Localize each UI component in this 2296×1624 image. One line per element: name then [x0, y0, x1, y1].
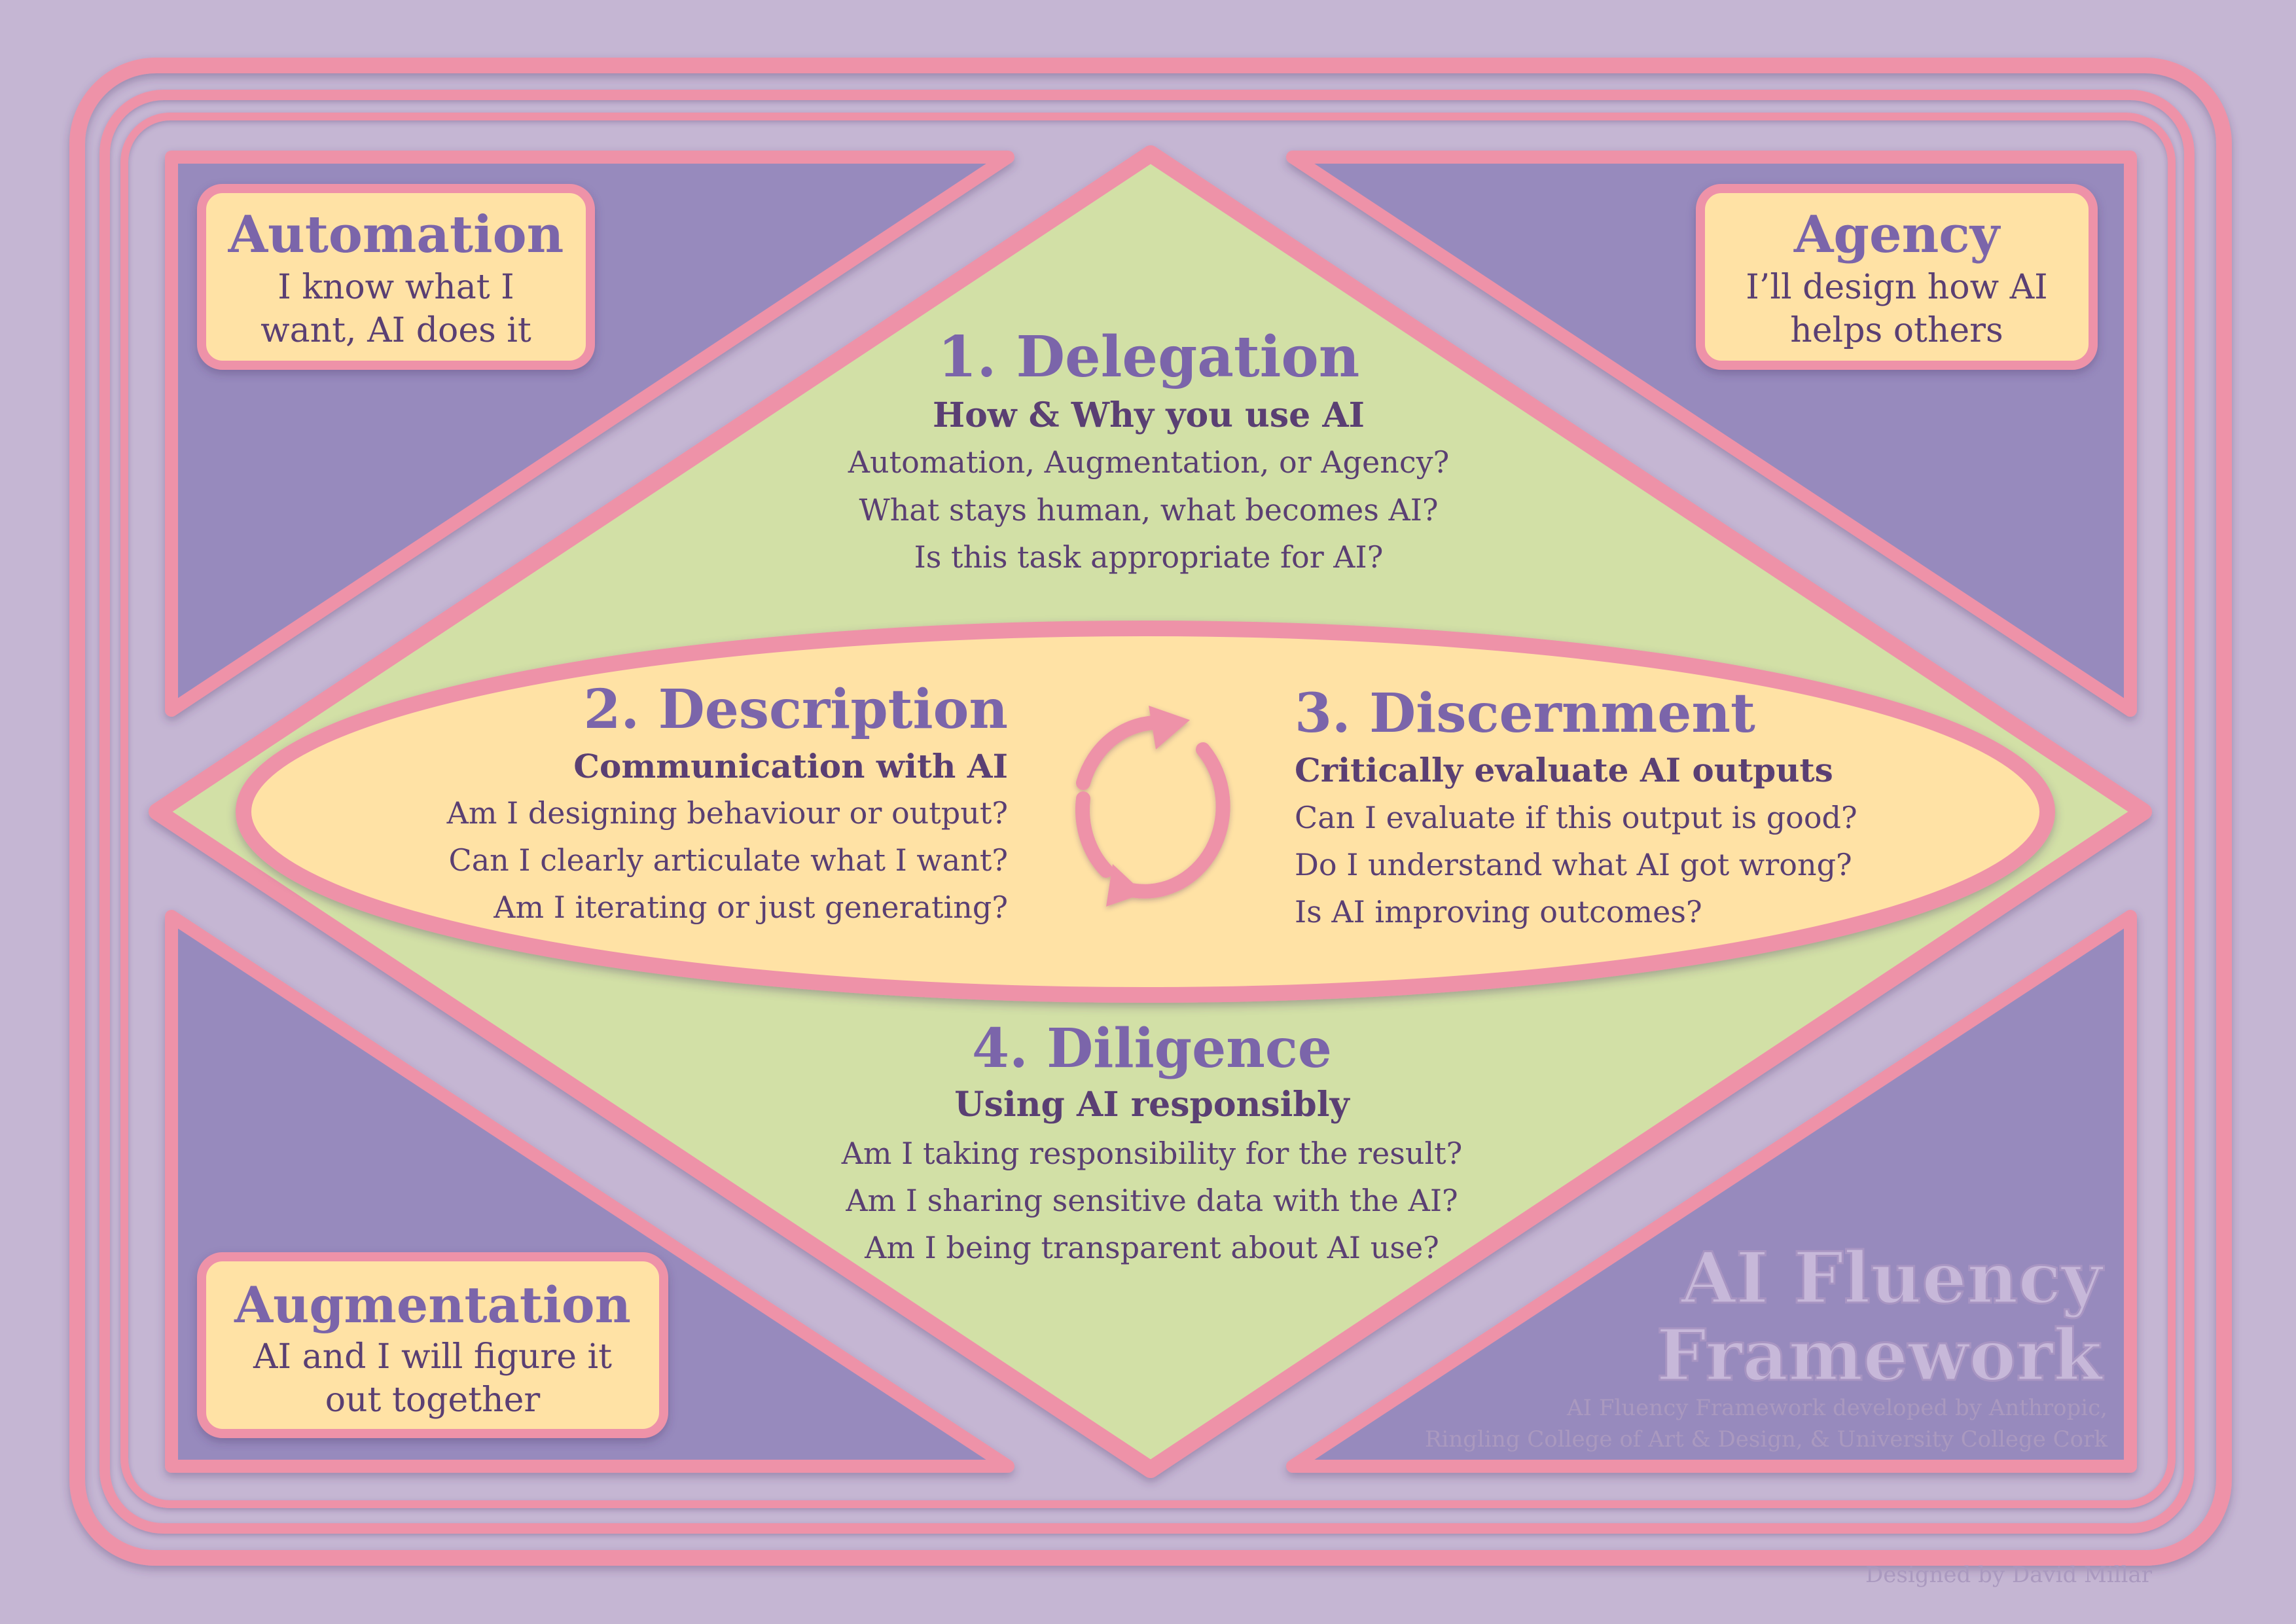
agency-box: Agency I’ll design how AI helps others — [1696, 184, 2098, 370]
outer-frame — [69, 58, 2232, 1566]
diligence-question-2: Am I sharing sensitive data with the AI? — [845, 1183, 1458, 1218]
discernment-question-3: Is AI improving outcomes? — [1295, 894, 1702, 929]
discernment-section: 3. Discernment Critically evaluate AI ou… — [1295, 682, 1857, 929]
cycle-arrows-icon — [1075, 706, 1230, 907]
discernment-question-2: Do I understand what AI got wrong? — [1295, 847, 1852, 882]
framework-title-line-1: AI Fluency — [1680, 1237, 2104, 1320]
description-discernment-ellipse — [236, 621, 2055, 1003]
discernment-title: 3. Discernment — [1295, 682, 1755, 745]
delegation-subtitle: How & Why you use AI — [933, 395, 1365, 435]
diligence-section: 4. Diligence Using AI responsibly Am I t… — [841, 1017, 1463, 1265]
delegation-title: 1. Delegation — [938, 324, 1360, 390]
augmentation-box: Augmentation AI and I will figure it out… — [197, 1252, 668, 1438]
description-question-2: Can I clearly articulate what I want? — [449, 842, 1008, 878]
diligence-subtitle: Using AI responsibly — [954, 1085, 1350, 1125]
augmentation-line-1: AI and I will figure it — [253, 1337, 612, 1377]
automation-box: Automation I know what I want, AI does i… — [197, 184, 595, 370]
framework-credit-line-1: AI Fluency Framework developed by Anthro… — [1566, 1395, 2108, 1421]
description-question-3: Am I iterating or just generating? — [493, 890, 1008, 925]
delegation-section: 1. Delegation How & Why you use AI Autom… — [848, 324, 1450, 575]
description-subtitle: Communication with AI — [573, 747, 1008, 785]
diligence-question-1: Am I taking responsibility for the resul… — [841, 1136, 1463, 1171]
automation-line-1: I know what I — [278, 268, 514, 307]
automation-title: Automation — [228, 205, 564, 264]
agency-line-1: I’ll design how AI — [1746, 268, 2047, 307]
diligence-question-3: Am I being transparent about AI use? — [864, 1230, 1439, 1265]
panel-bottom-right — [1286, 910, 2137, 1473]
diligence-title: 4. Diligence — [972, 1017, 1332, 1080]
augmentation-line-2: out together — [325, 1380, 541, 1420]
designer-credit: Designed by David Millar — [1865, 1562, 2153, 1588]
automation-line-2: want, AI does it — [260, 311, 531, 350]
discernment-question-1: Can I evaluate if this output is good? — [1295, 800, 1857, 835]
discernment-subtitle: Critically evaluate AI outputs — [1295, 751, 1833, 789]
description-title: 2. Description — [583, 678, 1008, 741]
delegation-question-1: Automation, Augmentation, or Agency? — [848, 444, 1450, 480]
agency-line-2: helps others — [1790, 311, 2003, 350]
delegation-question-3: Is this task appropriate for AI? — [914, 539, 1384, 575]
description-question-1: Am I designing behaviour or output? — [446, 795, 1008, 831]
framework-credit-line-2: Ringling College of Art & Design, & Univ… — [1425, 1426, 2108, 1453]
augmentation-title: Augmentation — [234, 1276, 631, 1334]
delegation-question-2: What stays human, what becomes AI? — [859, 492, 1438, 528]
framework-title-line-2: Framework — [1657, 1314, 2104, 1397]
branding: AI Fluency Framework AI Fluency Framewor… — [1425, 1236, 2153, 1589]
agency-title: Agency — [1793, 205, 2001, 264]
description-section: 2. Description Communication with AI Am … — [446, 678, 1008, 925]
